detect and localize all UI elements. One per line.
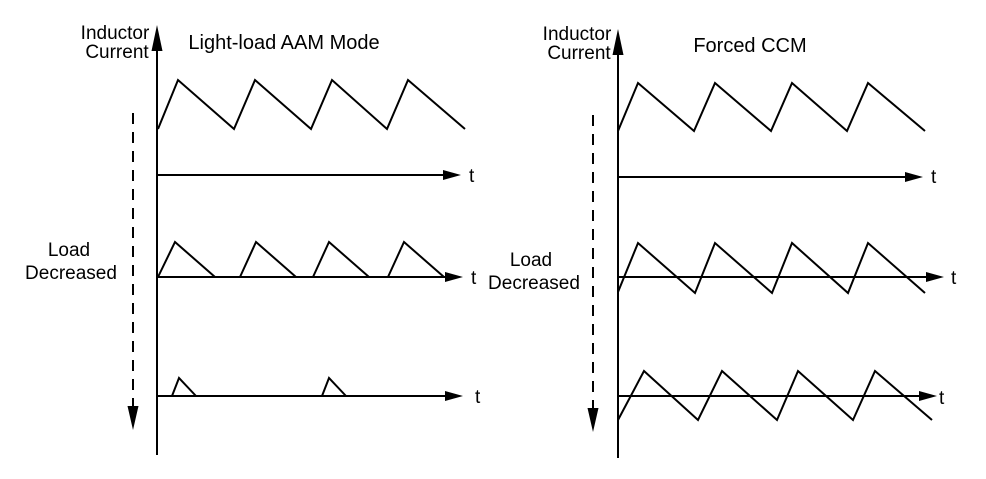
left-panel: Inductor Current Light-load AAM Mode Loa… (25, 23, 481, 455)
left-row3-time-axis-arrowhead-icon (445, 391, 463, 401)
right-row3-t-label: t (939, 388, 945, 409)
left-load-decrease-arrowhead-icon (127, 406, 139, 430)
left-panel-title: Light-load AAM Mode (188, 32, 379, 54)
right-row1-t-label: t (931, 167, 937, 188)
left-row2-t-label: t (471, 268, 477, 289)
left-row2-time-axis-arrowhead-icon (445, 272, 463, 282)
right-load-label-line2: Decreased (488, 273, 580, 294)
right-y-axis-label-line2: Current (547, 43, 611, 64)
left-current-axis-arrowhead-icon (151, 25, 163, 51)
left-row3-waveform (171, 376, 347, 397)
left-load-label-line2: Decreased (25, 263, 117, 284)
right-load-label-line1: Load (510, 250, 552, 271)
left-y-axis-label-line2: Current (85, 42, 149, 63)
right-panel-title: Forced CCM (693, 35, 806, 57)
left-load-label-line1: Load (48, 240, 90, 261)
right-y-axis-label-line1: Inductor (543, 24, 612, 45)
left-y-axis-label-line1: Inductor (81, 23, 150, 44)
right-panel: Inductor Current Forced CCM Load Decreas… (488, 24, 957, 458)
right-row1-waveform (617, 81, 926, 133)
right-row3-waveform (617, 369, 933, 422)
right-row1-time-axis-arrowhead-icon (905, 172, 923, 182)
right-current-axis-arrowhead-icon (612, 29, 624, 55)
right-row2-time-axis-arrowhead-icon (926, 272, 944, 282)
left-row1-waveform (157, 78, 466, 131)
left-row3-t-label: t (475, 387, 481, 408)
left-row2-waveform (157, 240, 445, 278)
right-load-decrease-arrowhead-icon (587, 408, 599, 432)
right-row3-time-axis-arrowhead-icon (919, 391, 937, 401)
left-row1-t-label: t (469, 166, 475, 187)
right-row2-waveform (617, 241, 926, 295)
right-row2-t-label: t (951, 268, 957, 289)
left-row1-time-axis-arrowhead-icon (443, 170, 461, 180)
